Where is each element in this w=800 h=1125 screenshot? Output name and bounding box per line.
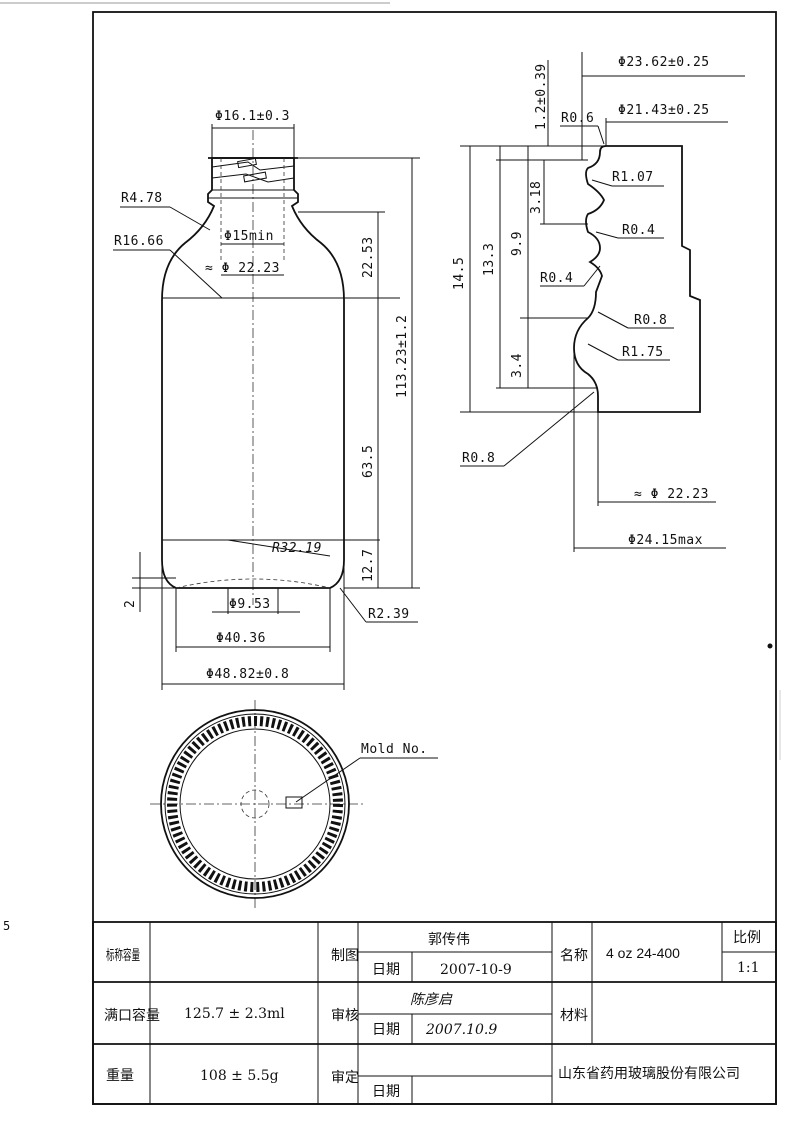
thread-lug-1 — [237, 157, 257, 169]
tb-drawn-by: 郭传伟 — [428, 931, 470, 948]
dim-neck-dia: Φ16.1±0.3 — [215, 109, 290, 124]
scan-dot — [767, 643, 773, 649]
knurl-ring — [167, 716, 343, 892]
tb-weight-label: 重量 — [106, 1068, 134, 1084]
dim-h145: 14.5 — [452, 257, 467, 290]
tb-approve-date-label: 日期 — [372, 1084, 400, 1100]
dim-shoulder-dia: ≈ Φ 22.23 — [205, 261, 280, 276]
bottom-inner-circle — [179, 728, 331, 880]
dim-punt-dia: Φ9.53 — [229, 597, 271, 612]
dim-body-dia: Φ48.82±0.8 — [206, 667, 289, 682]
dim-r06: R0.6 — [561, 111, 594, 126]
mold-number-box — [285, 796, 303, 809]
tb-weight-value: 108 ± 5.5g — [200, 1068, 279, 1084]
tb-check-date-label: 日期 — [372, 1022, 400, 1038]
dim-h99: 9.9 — [510, 231, 525, 256]
dim-r08a: R0.8 — [634, 313, 667, 328]
punt-circle — [240, 789, 270, 819]
dim-bore-min: Φ15min — [224, 229, 274, 244]
dim-r107: R1.07 — [612, 170, 654, 185]
tb-approve-label: 审定 — [331, 1070, 359, 1086]
dim-h635: 63.5 — [361, 445, 376, 478]
tb-drawn-label: 制图 — [331, 948, 359, 964]
dim-r175: R1.75 — [622, 345, 664, 360]
dim-dia-2223: ≈ Φ 22.23 — [634, 487, 709, 502]
bottom-outer-circle-2 — [164, 713, 346, 895]
tb-scale-label: 比例 — [733, 930, 761, 946]
finish-detail-view: 14.5 13.3 9.9 3.18 3.4 1.2±0.39 Φ23.62±0… — [452, 52, 745, 552]
dim-h318: 3.18 — [529, 181, 544, 214]
tb-name-label: 名称 — [560, 948, 588, 964]
dim-total-height: 113.23±1.2 — [395, 315, 410, 398]
punt-arc — [175, 578, 331, 589]
tb-drawn-date: 2007-10-9 — [440, 962, 512, 978]
thread-line-2 — [211, 173, 295, 183]
dim-h127: 12.7 — [361, 549, 376, 582]
tb-check-label: 审核 — [331, 1008, 359, 1024]
thread-lug-2 — [243, 171, 267, 183]
bottle-side-view — [161, 130, 400, 605]
dim-dia-2362: Φ23.62±0.25 — [618, 55, 710, 70]
bottle-dimensions: Φ16.1±0.3 R4.78 R16.66 Φ15min ≈ Φ 22.23 … — [113, 109, 420, 690]
tb-drawn-date-label: 日期 — [372, 962, 400, 978]
dim-r04b: R0.4 — [622, 223, 655, 238]
dim-r239: R2.39 — [368, 607, 410, 622]
finish-profile — [573, 145, 701, 413]
page-marker: 5 — [3, 919, 10, 933]
dim-r3219: R32.19 — [272, 541, 322, 556]
mold-no-label: Mold No. — [361, 742, 428, 757]
tb-checked-by-signature: 陈彦启 — [410, 992, 453, 1008]
dim-r04a: R0.4 — [540, 271, 573, 286]
tb-company: 山东省药用玻璃股份有限公司 — [558, 1065, 740, 1082]
dim-r08b: R0.8 — [462, 451, 495, 466]
tb-full-cap-label: 满口容量 — [104, 1007, 160, 1024]
dim-h34: 3.4 — [510, 353, 525, 378]
title-block: 标称容量 制图 郭传伟 日期 2007-10-9 名称 4 oz 24-400 … — [92, 921, 777, 1105]
tb-check-date: 2007.10.9 — [425, 1022, 497, 1038]
tb-name-value: 4 oz 24-400 — [606, 945, 680, 961]
dim-top-tol: 1.2±0.39 — [534, 63, 549, 130]
dim-dia-2143: Φ21.43±0.25 — [618, 103, 710, 118]
tb-scale-value: 1:1 — [737, 960, 760, 976]
bottle-bottom-view: Mold No. — [150, 700, 438, 908]
dim-r478: R4.78 — [121, 191, 163, 206]
tb-material-label: 材料 — [560, 1008, 588, 1024]
dim-h2253: 22.53 — [361, 236, 376, 278]
dim-r1666: R16.66 — [114, 234, 164, 249]
bottom-outer-circle — [160, 709, 350, 899]
tb-nominal-label: 标称容量 — [106, 947, 140, 964]
dim-dia-2415: Φ24.15max — [628, 533, 703, 548]
dim-base-dia: Φ40.36 — [216, 631, 266, 646]
thread-line-1 — [211, 161, 295, 171]
dim-h2: 2 — [123, 600, 138, 608]
dim-h133: 13.3 — [482, 243, 497, 276]
tb-full-cap-value: 125.7 ± 2.3ml — [184, 1006, 285, 1022]
